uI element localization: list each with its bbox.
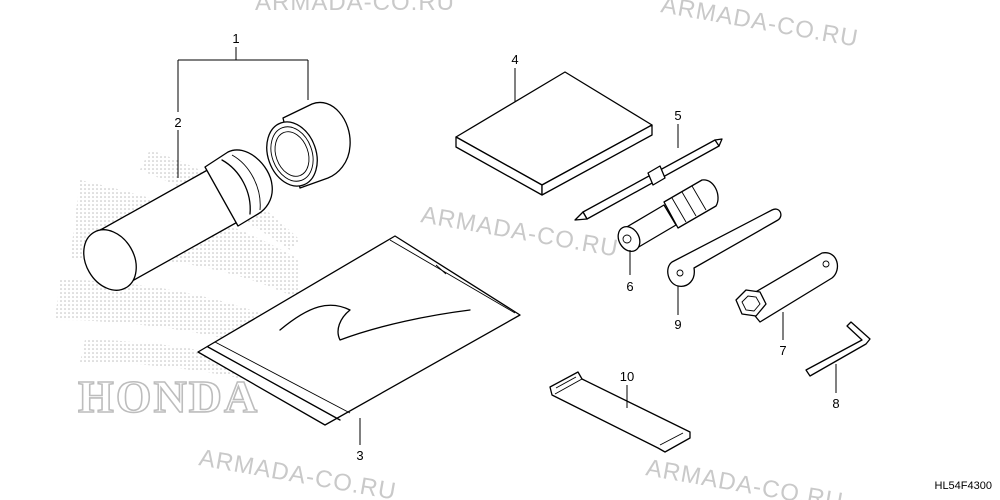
tool-bag xyxy=(197,235,521,426)
diagram-code: HL54F4300 xyxy=(935,480,993,492)
callout-number: 4 xyxy=(511,52,518,67)
hex-key xyxy=(805,321,871,377)
tool-tube xyxy=(83,149,273,291)
callout-number: 1 xyxy=(232,31,239,46)
callout-number: 5 xyxy=(674,108,681,123)
pin-spanner xyxy=(667,208,782,287)
tool-strap xyxy=(549,371,691,453)
leader-lines xyxy=(177,47,837,445)
spark-plug-wrench xyxy=(735,252,839,323)
callout-number: 6 xyxy=(626,279,633,294)
screwdriver-handle xyxy=(617,179,719,252)
watermark: ARMADA-CO.RU xyxy=(197,444,399,500)
owners-manual xyxy=(455,71,653,196)
watermark: ARMADA-CO.RU xyxy=(255,0,455,16)
brand-logo-text: HONDA xyxy=(78,371,259,422)
callout-number: 2 xyxy=(174,115,181,130)
watermark: ARMADA-CO.RU xyxy=(659,0,861,53)
tube-cap xyxy=(266,101,351,189)
callout-number: 10 xyxy=(620,369,634,384)
callout-number: 9 xyxy=(674,317,681,332)
callout-number: 7 xyxy=(779,343,786,358)
callout-number: 3 xyxy=(356,448,363,463)
watermark: ARMADA-CO.RU xyxy=(644,454,846,500)
callout-number: 8 xyxy=(832,396,839,411)
screwdriver-bit xyxy=(574,138,723,221)
